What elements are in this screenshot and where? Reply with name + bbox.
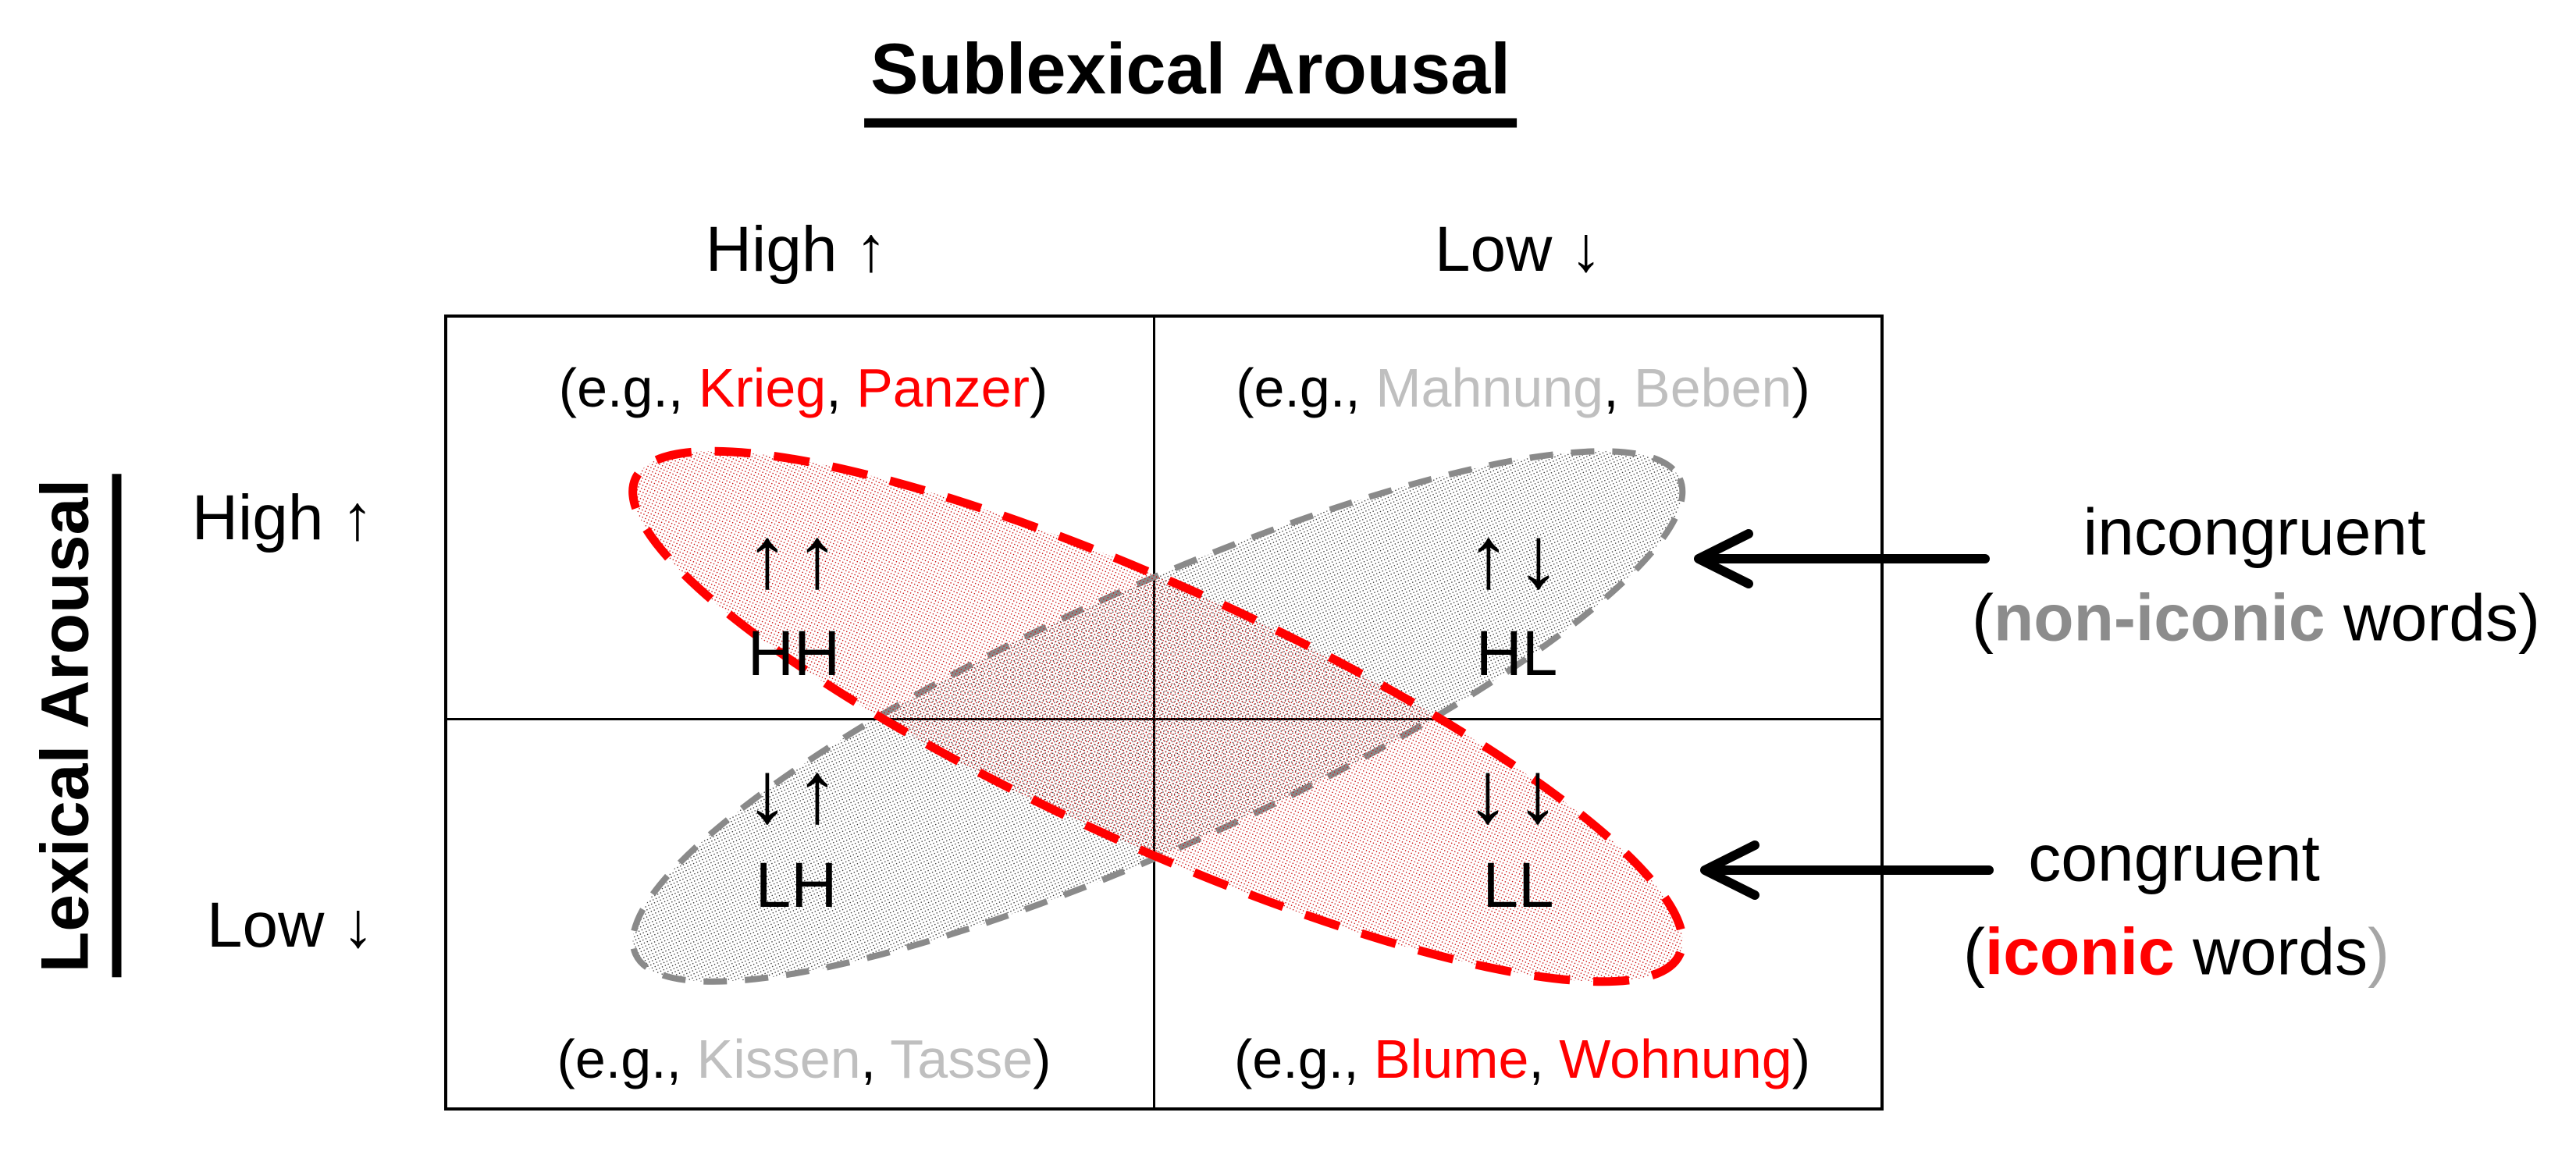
- incongruent-label: incongruent: [2083, 495, 2426, 569]
- congruent-sublabel: (iconic words): [1963, 915, 2389, 990]
- example-prefix: (e.g.,: [1236, 357, 1376, 418]
- example-prefix: (e.g.,: [1234, 1029, 1374, 1089]
- example-word: Wohnung: [1559, 1029, 1792, 1089]
- example-ll: (e.g., Blume, Wohnung): [1234, 1028, 1810, 1090]
- column-header-low: Low ↓: [1434, 214, 1603, 285]
- example-word: Mahnung: [1375, 357, 1604, 418]
- example-suffix: ): [1029, 357, 1048, 418]
- example-prefix: (e.g.,: [558, 357, 699, 418]
- iconic-ellipse: [628, 446, 1687, 986]
- quadrant-code-ll: LL: [1482, 850, 1554, 921]
- example-separator: ,: [860, 1029, 891, 1089]
- paren-close: ): [2518, 581, 2541, 655]
- example-word: Tasse: [890, 1029, 1034, 1089]
- example-word: Beben: [1634, 357, 1792, 418]
- example-word: Panzer: [856, 357, 1030, 418]
- example-separator: ,: [826, 357, 857, 418]
- non-iconic-highlight: non-iconic: [1993, 581, 2325, 655]
- row-header-high: High ↑: [191, 482, 374, 553]
- congruent-label: congruent: [2028, 821, 2320, 895]
- incongruent-left-arrow-icon: [1694, 529, 1990, 588]
- sublabel-rest: words: [2325, 581, 2519, 655]
- up-down-arrows-icon: ↑↓: [1467, 508, 1567, 606]
- down-up-arrows-icon: ↓↑: [745, 743, 845, 841]
- down-down-arrows-icon: ↓↓: [1466, 743, 1566, 841]
- example-word: Blume: [1373, 1029, 1529, 1089]
- example-suffix: ): [1791, 357, 1810, 418]
- example-suffix: ): [1791, 1029, 1810, 1089]
- example-separator: ,: [1528, 1029, 1560, 1089]
- iconic-highlight: iconic: [1984, 915, 2175, 989]
- example-separator: ,: [1603, 357, 1635, 418]
- paren-open: (: [1971, 581, 1994, 655]
- sublabel-rest: words: [2174, 915, 2368, 989]
- sublexical-axis-title: Sublexical Arousal: [864, 29, 1517, 128]
- example-lh: (e.g., Kissen, Tasse): [557, 1028, 1051, 1090]
- quadrant-code-hl: HL: [1475, 618, 1558, 689]
- example-word: Kissen: [696, 1029, 861, 1089]
- example-word: Krieg: [698, 357, 827, 418]
- example-hl: (e.g., Mahnung, Beben): [1236, 357, 1810, 419]
- paren-open: (: [1962, 915, 1985, 989]
- incongruent-sublabel: (non-iconic words): [1972, 581, 2540, 656]
- column-header-high: High ↑: [705, 214, 888, 285]
- quadrant-code-hh: HH: [747, 618, 841, 689]
- row-header-low: Low ↓: [206, 890, 375, 961]
- up-up-arrows-icon: ↑↑: [745, 508, 845, 606]
- example-prefix: (e.g.,: [557, 1029, 697, 1089]
- congruent-left-arrow-icon: [1700, 840, 1994, 900]
- example-hh: (e.g., Krieg, Panzer): [559, 357, 1048, 419]
- paren-close: ): [2368, 915, 2390, 989]
- quadrant-code-lh: LH: [755, 850, 838, 921]
- example-suffix: ): [1033, 1029, 1051, 1089]
